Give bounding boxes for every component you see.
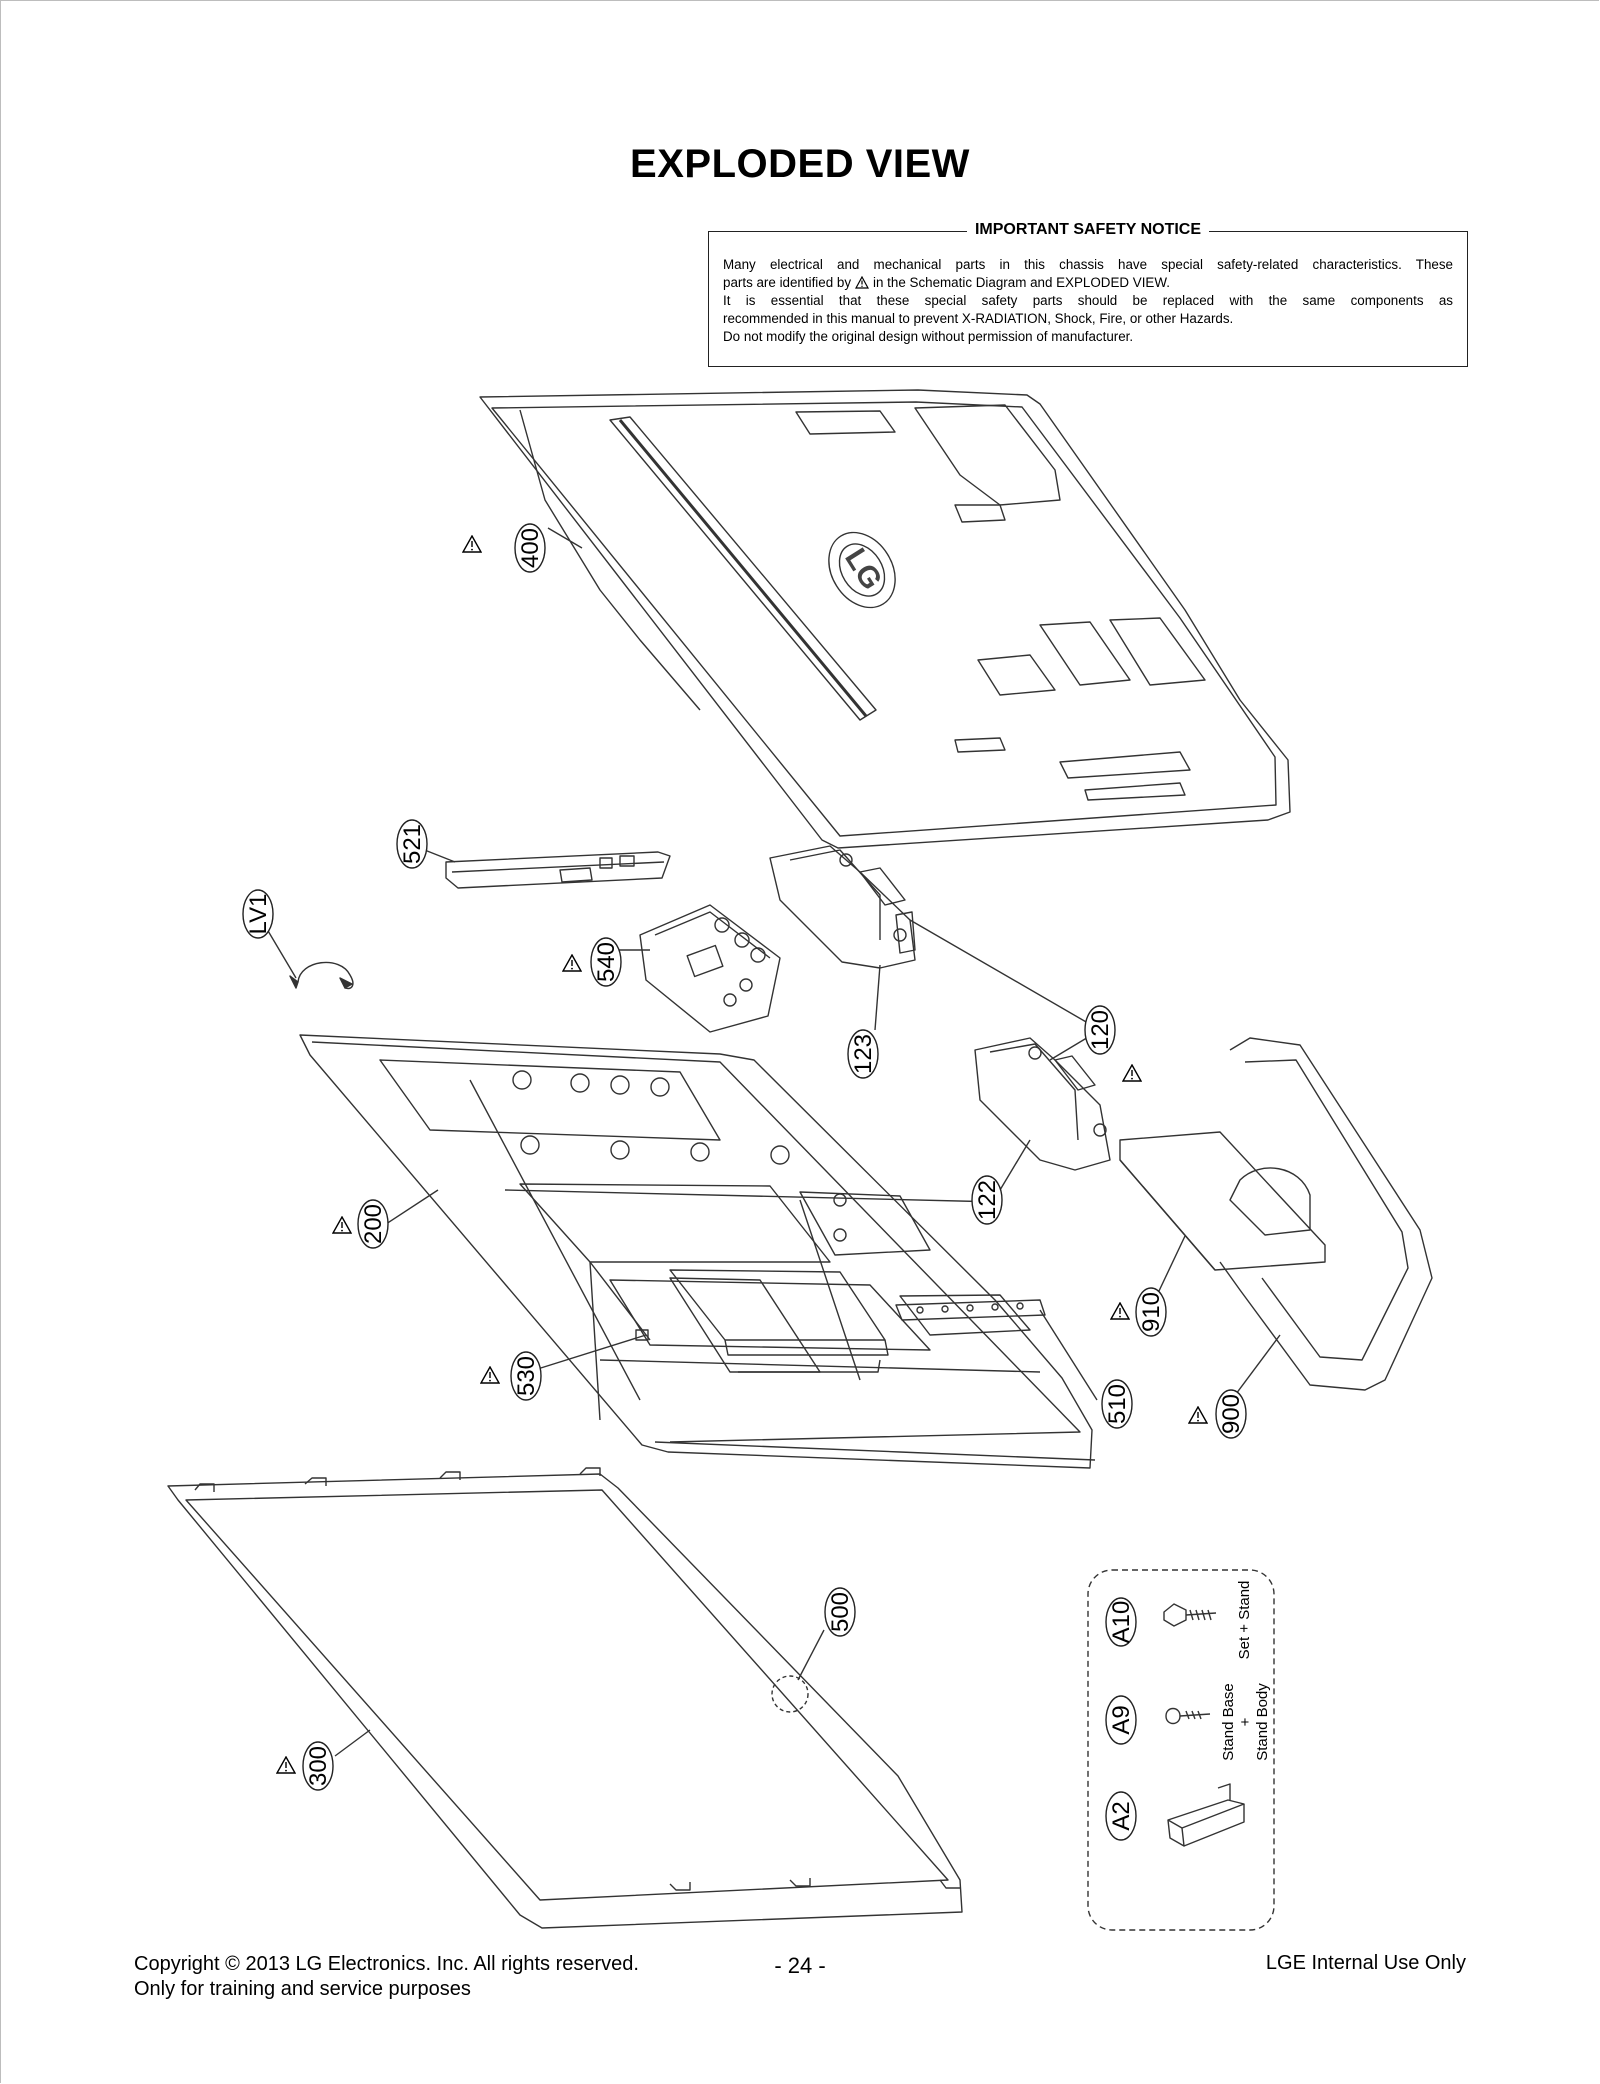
svg-text:540: 540 xyxy=(593,942,620,982)
svg-text:LV1: LV1 xyxy=(245,894,272,935)
back-cover-logo: LG xyxy=(838,543,888,596)
stand-cover-a2-icon xyxy=(1167,1783,1245,1847)
svg-text:910: 910 xyxy=(1138,1292,1165,1332)
callout-a9: A9 xyxy=(1105,1695,1137,1745)
callout-200: 200 xyxy=(357,1199,389,1249)
safety-marks xyxy=(276,535,1208,1774)
legend-set-stand: Set + Stand xyxy=(1236,1581,1253,1660)
warning-triangle-icon xyxy=(1188,1406,1208,1424)
footer-internal: LGE Internal Use Only xyxy=(1265,1952,1466,1974)
power-board-530 xyxy=(635,1269,889,1356)
svg-text:900: 900 xyxy=(1218,1394,1245,1434)
svg-text:120: 120 xyxy=(1087,1010,1114,1050)
safety-notice-heading: IMPORTANT SAFETY NOTICE xyxy=(966,221,1210,238)
stand-hinge-123 xyxy=(769,845,916,969)
notice-line-2-start: parts are identified by xyxy=(723,275,852,290)
svg-text:A10: A10 xyxy=(1108,1601,1135,1644)
svg-text:500: 500 xyxy=(827,1592,854,1632)
callout-300: 300 xyxy=(302,1741,334,1791)
bracket-521 xyxy=(445,851,671,889)
svg-text:A9: A9 xyxy=(1108,1705,1135,1734)
detail-circle-500 xyxy=(771,1675,809,1713)
callout-510: 510 xyxy=(1101,1379,1133,1429)
leader-900 xyxy=(1229,1334,1281,1403)
svg-text:A2: A2 xyxy=(1108,1801,1135,1830)
main-board-540 xyxy=(639,904,781,1033)
legend-stand-body: Stand Body xyxy=(1254,1683,1271,1761)
page-title: EXPLODED VIEW xyxy=(630,142,970,186)
svg-text:521: 521 xyxy=(399,824,426,864)
screw-a10-icon xyxy=(1163,1603,1217,1627)
key-board-510 xyxy=(895,1299,1046,1321)
footer-purpose: Only for training and service purposes xyxy=(134,1978,471,2000)
notice-line-4: recommended in this manual to prevent X-… xyxy=(723,311,1234,326)
svg-text:400: 400 xyxy=(517,528,544,568)
callout-a2: A2 xyxy=(1105,1791,1137,1841)
warning-triangle-icon xyxy=(480,1366,500,1384)
callout-500: 500 xyxy=(824,1587,856,1637)
legend-plus: + xyxy=(1237,1717,1254,1726)
leader-400 xyxy=(547,527,583,549)
svg-text:530: 530 xyxy=(513,1356,540,1396)
warning-triangle-icon xyxy=(562,954,582,972)
svg-text:122: 122 xyxy=(974,1180,1001,1220)
callout-a10: A10 xyxy=(1105,1597,1137,1647)
leader-200 xyxy=(379,1189,439,1229)
front-cabinet-300 xyxy=(167,1467,963,1929)
warning-triangle-icon xyxy=(1122,1064,1142,1082)
leader-122 xyxy=(999,1139,1031,1191)
notice-line-1: Many electrical and mechanical parts in … xyxy=(723,257,1453,272)
callout-521: 521 xyxy=(396,819,428,869)
svg-text:200: 200 xyxy=(360,1204,387,1244)
safety-notice-box: IMPORTANT SAFETY NOTICE Many electrical … xyxy=(708,221,1468,367)
callout-123: 123 xyxy=(847,1029,879,1079)
notice-line-2-end: in the Schematic Diagram and EXPLODED VI… xyxy=(873,275,1170,290)
callout-400: 400 xyxy=(514,523,546,573)
stand-body-910 xyxy=(1119,1131,1326,1271)
leader-120 xyxy=(909,919,1101,1061)
warning-triangle-icon xyxy=(1110,1302,1130,1320)
callout-910: 910 xyxy=(1135,1287,1167,1337)
svg-text:300: 300 xyxy=(305,1746,332,1786)
chassis-frame-200 xyxy=(299,1034,1096,1469)
callout-120: 120 xyxy=(1084,1005,1116,1055)
leader-500 xyxy=(797,1629,825,1681)
safety-notice-body: Many electrical and mechanical parts in … xyxy=(723,256,1453,346)
footer-page-number: - 24 - xyxy=(774,1953,826,1978)
notice-line-5: Do not modify the original design withou… xyxy=(723,329,1134,344)
callout-540: 540 xyxy=(590,937,622,987)
warning-triangle-icon xyxy=(462,535,482,553)
warning-triangle-icon xyxy=(332,1216,352,1234)
notice-line-2: parts are identified by in the Schematic … xyxy=(723,274,1453,292)
svg-text:510: 510 xyxy=(1104,1384,1131,1424)
callout-900: 900 xyxy=(1215,1389,1247,1439)
leader-530 xyxy=(527,1334,647,1373)
notice-line-3: It is essential that these special safet… xyxy=(723,293,1453,308)
warning-triangle-icon xyxy=(276,1756,296,1774)
warning-triangle-icon xyxy=(855,276,870,289)
leader-510 xyxy=(1039,1309,1098,1401)
cable-lv1 xyxy=(289,961,354,990)
footer-copyright: Copyright © 2013 LG Electronics. Inc. Al… xyxy=(134,1953,639,1975)
callout-530: 530 xyxy=(510,1351,542,1401)
back-cover-400 xyxy=(479,389,1291,849)
legend-stand-base: Stand Base xyxy=(1220,1683,1237,1761)
leader-300 xyxy=(334,1729,371,1757)
leader-123 xyxy=(874,964,881,1031)
svg-text:123: 123 xyxy=(850,1034,877,1074)
stand-base-900 xyxy=(1219,1037,1433,1391)
legend-stand-base-body: Stand Base + Stand Body xyxy=(1220,1683,1271,1761)
footer-left: Copyright © 2013 LG Electronics. Inc. Al… xyxy=(134,1952,639,2002)
screw-a9-icon xyxy=(1165,1707,1211,1725)
callout-122: 122 xyxy=(971,1175,1003,1225)
callout-lv1: LV1 xyxy=(242,889,274,939)
stand-hinge-122 xyxy=(974,1037,1111,1171)
screw-legend-box xyxy=(1087,1569,1275,1931)
